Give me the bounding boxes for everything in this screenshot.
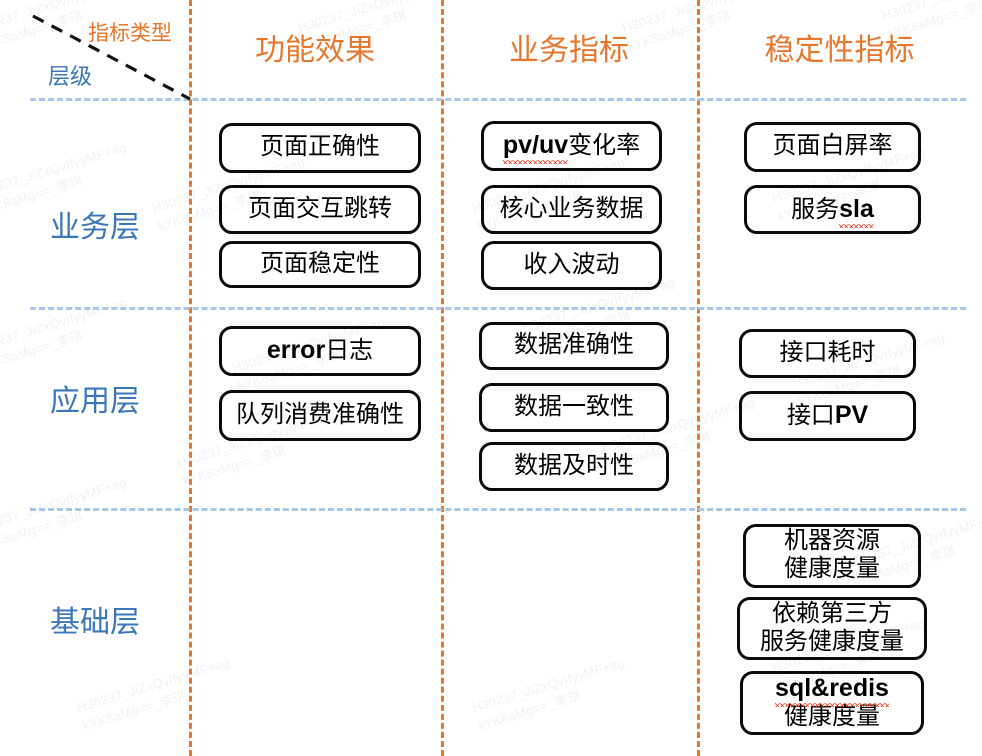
metric-box-label: 数据及时性 — [514, 452, 634, 479]
metric-box-queue-consumption-accuracy[interactable]: 队列消费准确性 — [219, 390, 421, 441]
metric-box-service-sla[interactable]: 服务sla — [744, 185, 921, 234]
metric-box-line-1: 依赖第三方 — [772, 600, 892, 627]
metric-box-revenue-fluctuation[interactable]: 收入波动 — [481, 241, 662, 290]
metric-box-label: 页面正确性 — [260, 134, 380, 161]
column-header-stability-metric: 稳定性指标 — [764, 34, 915, 67]
metric-box-label: 依赖第三方 服务健康度量 — [760, 601, 904, 657]
metric-box-line-1: 机器资源 — [784, 528, 880, 555]
metric-box-page-interaction-jump[interactable]: 页面交互跳转 — [219, 185, 421, 234]
latin-run: sql&redis — [775, 674, 889, 708]
cjk-run: 服务 — [791, 196, 840, 223]
metric-box-line-2: 健康度量 — [784, 704, 880, 730]
row-header-foundation-layer: 基础层 — [50, 606, 140, 639]
metric-box-line-2: 健康度量 — [784, 556, 880, 582]
metric-box-third-party-service-health[interactable]: 依赖第三方 服务健康度量 — [737, 597, 927, 660]
latin-run: sla — [839, 194, 874, 228]
row-separator-2 — [30, 508, 966, 511]
column-header-business-metric: 业务指标 — [509, 34, 629, 67]
metric-box-data-accuracy[interactable]: 数据准确性 — [479, 322, 669, 370]
metric-box-page-correctness[interactable]: 页面正确性 — [219, 123, 421, 173]
metric-box-label: 服务sla — [791, 194, 874, 228]
metric-box-machine-resource-health[interactable]: 机器资源 健康度量 — [743, 524, 921, 588]
row-header-business-layer: 业务层 — [50, 211, 140, 244]
metric-box-label: 页面稳定性 — [260, 250, 380, 277]
column-header-function-effect: 功能效果 — [255, 34, 375, 67]
metric-box-label: sql&redis 健康度量 — [775, 674, 889, 732]
metric-box-label: error日志 — [267, 336, 373, 366]
metric-box-line-2: 服务健康度量 — [760, 628, 904, 655]
metric-box-label: 核心业务数据 — [499, 195, 644, 222]
cjk-run: 日志 — [325, 338, 374, 365]
metric-box-sql-redis-health[interactable]: sql&redis 健康度量 — [740, 671, 924, 735]
row-header-application-layer: 应用层 — [50, 385, 140, 418]
metric-box-label: 接口耗时 — [779, 339, 876, 366]
latin-run: PV — [834, 401, 869, 430]
column-separator-3 — [697, 0, 700, 756]
metric-box-data-timeliness[interactable]: 数据及时性 — [479, 442, 669, 491]
metric-box-label: 数据准确性 — [514, 332, 634, 359]
metric-box-line-1: sql&redis — [775, 674, 889, 708]
metric-box-page-stability[interactable]: 页面稳定性 — [219, 241, 421, 288]
metric-box-label: 页面白屏率 — [772, 133, 893, 160]
metric-box-data-consistency[interactable]: 数据一致性 — [479, 383, 669, 432]
metric-box-error-log[interactable]: error日志 — [219, 326, 421, 376]
latin-run: pv/uv — [502, 131, 569, 165]
corner-metric-axis-label: 指标类型 — [88, 22, 172, 45]
corner-level-axis-label: 层级 — [48, 64, 93, 89]
metric-box-label: 机器资源 健康度量 — [784, 528, 880, 584]
cjk-run: 接口 — [786, 403, 835, 430]
metric-box-label: 队列消费准确性 — [236, 401, 404, 428]
metric-box-core-business-data[interactable]: 核心业务数据 — [481, 185, 662, 234]
column-separator-2 — [441, 0, 444, 756]
latin-run: error — [266, 336, 326, 365]
metric-box-label: 接口PV — [787, 401, 868, 431]
metric-box-label: 页面交互跳转 — [248, 195, 392, 222]
metric-box-interface-pv[interactable]: 接口PV — [739, 391, 916, 441]
metric-box-page-blank-screen-rate[interactable]: 页面白屏率 — [744, 122, 921, 172]
metric-box-label: 收入波动 — [523, 251, 620, 278]
cjk-run: 变化率 — [568, 133, 641, 160]
column-separator-1 — [189, 0, 192, 756]
metric-box-interface-latency[interactable]: 接口耗时 — [739, 329, 916, 378]
row-separator-1 — [30, 307, 966, 310]
metric-box-pv-uv-change-rate[interactable]: pv/uv变化率 — [481, 121, 662, 171]
metric-box-label: pv/uv变化率 — [502, 131, 641, 165]
metric-box-label: 数据一致性 — [514, 393, 634, 420]
row-separator-header — [30, 98, 966, 101]
